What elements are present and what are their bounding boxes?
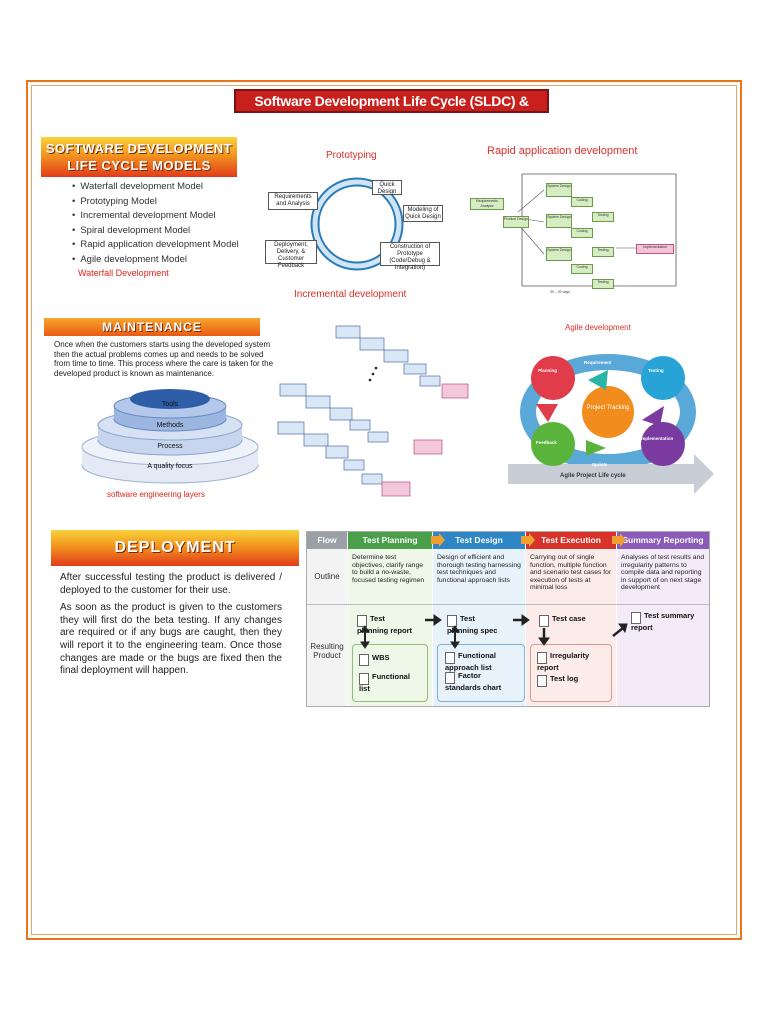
flow-arrows bbox=[360, 533, 628, 649]
doc-label: Test case bbox=[552, 614, 586, 623]
doc-label: WBS bbox=[372, 653, 390, 662]
layers-caption: software engineering layers bbox=[107, 490, 205, 499]
doc-label: Test log bbox=[550, 674, 579, 683]
agile-title: Agile development bbox=[565, 323, 631, 332]
doc-label: Functional list bbox=[359, 672, 410, 693]
product-test-log: Test log bbox=[537, 675, 578, 687]
agile-testing: Testing bbox=[648, 368, 664, 373]
software-layers-diagram bbox=[81, 389, 259, 484]
layer-quality: A quality focus bbox=[147, 463, 193, 470]
models-list: Waterfall development Model Prototyping … bbox=[72, 180, 239, 268]
flow-header: Flow bbox=[307, 532, 347, 549]
page-title: Software Development Life Cycle (SLDC) &… bbox=[234, 89, 549, 129]
waterfall-caption: Waterfall Development bbox=[78, 268, 169, 278]
product-functional-approach-list: Functional approach list bbox=[445, 652, 521, 672]
layer-process: Process bbox=[157, 443, 183, 450]
row-product-label: Resulting Product bbox=[310, 642, 344, 660]
list-item: Rapid application development Model bbox=[72, 238, 238, 253]
list-item: Spiral development Model bbox=[72, 224, 239, 239]
outline-planning: Determine test objectives, clarify range… bbox=[352, 554, 425, 584]
proto-step-requirements: Requirements and Analysis bbox=[268, 192, 318, 210]
maintenance-banner: MAINTENANCE bbox=[44, 318, 260, 336]
agile-center: Project Tracking bbox=[586, 405, 630, 411]
row-outline-label: Outline bbox=[314, 572, 340, 581]
agile-requirement: Requirement bbox=[584, 360, 612, 365]
rad-product-design-box: Product Design bbox=[503, 216, 529, 228]
outline-summary: Analyses of test results and irregularit… bbox=[621, 554, 705, 591]
doc-label: Functional approach list bbox=[445, 651, 496, 672]
proto-step-quick-design: Quick Design bbox=[372, 180, 402, 195]
rad-title: Rapid application development bbox=[487, 145, 638, 157]
testing-process-table: Flow Test Planning Test Design Test Exec… bbox=[306, 531, 710, 707]
doc-label: Irregularity report bbox=[537, 651, 590, 672]
document-icon bbox=[539, 615, 549, 627]
product-test-case: Test case bbox=[539, 615, 586, 627]
doc-label: Test planning report bbox=[357, 614, 412, 635]
layer-tools: Tools bbox=[161, 401, 179, 408]
rad-coding-box: Coding bbox=[571, 264, 593, 274]
rad-coding-box: Coding bbox=[571, 228, 593, 238]
document-icon bbox=[537, 675, 547, 687]
product-test-summary-report: Test summary report bbox=[631, 612, 695, 632]
deployment-text: After successful testing the product is … bbox=[60, 572, 282, 683]
incremental-diagram bbox=[277, 325, 469, 497]
product-test-planning-report: Test planning report bbox=[357, 615, 417, 635]
list-item: Waterfall development Model bbox=[72, 180, 239, 195]
product-wbs: WBS bbox=[359, 654, 390, 666]
doc-label: Factor standards chart bbox=[445, 671, 502, 692]
agile-sprints: Sprints bbox=[592, 462, 608, 467]
agile-footer: Agile Project Life cycle bbox=[560, 473, 626, 479]
sdlc-models-banner: SOFTWARE DEVELOPMENT LIFE CYCLE MODELS bbox=[41, 137, 237, 177]
layer-methods: Methods bbox=[156, 422, 184, 429]
rad-testing-box: Testing bbox=[592, 212, 614, 222]
document-icon bbox=[359, 654, 369, 666]
doc-label: Test planning spec bbox=[447, 614, 498, 635]
outline-execution: Carrying out of single function, multipl… bbox=[530, 554, 612, 591]
agile-planning: Planning bbox=[538, 368, 557, 373]
product-functional-list: Functional list bbox=[359, 673, 421, 693]
rad-axis-label: 30 – 90 days bbox=[550, 290, 571, 294]
rad-testing-box: Testing bbox=[592, 247, 614, 257]
rad-system-design-box: System Design bbox=[546, 247, 572, 261]
agile-implementation: Implementation bbox=[640, 436, 674, 441]
rad-system-design-box: System Design bbox=[546, 214, 572, 228]
rad-coding-box: Coding bbox=[571, 197, 593, 207]
product-test-planning-spec: Test planning spec bbox=[447, 615, 507, 635]
proto-step-construction: Construction of Prototype (Code/Debug & … bbox=[380, 242, 440, 271]
outline-design: Design of efficient and thorough testing… bbox=[437, 554, 521, 584]
deployment-para2: As soon as the product is given to the c… bbox=[60, 602, 282, 677]
maintenance-text: Once when the customers starts using the… bbox=[54, 340, 274, 378]
list-item: Agile development Model bbox=[72, 253, 239, 268]
product-irregularity-report: Irregularity report bbox=[537, 652, 601, 672]
page-border bbox=[26, 80, 742, 940]
list-item: Prototyping Model bbox=[72, 195, 239, 210]
header-test-execution: Test Execution bbox=[526, 532, 616, 549]
deployment-para1: After successful testing the product is … bbox=[60, 572, 282, 596]
rad-requirements-box: Requirements Analysis bbox=[470, 198, 504, 210]
deployment-banner: DEPLOYMENT bbox=[51, 530, 299, 566]
doc-label: Test summary report bbox=[631, 611, 695, 632]
agile-feedback: Feedback bbox=[536, 440, 557, 445]
sdlc-banner-line2: LIFE CYCLE MODELS bbox=[67, 158, 211, 173]
header-test-design: Test Design bbox=[433, 532, 525, 549]
agile-cycle-diagram bbox=[508, 354, 714, 494]
rad-testing-box: Testing bbox=[592, 279, 614, 289]
rad-implementation-box: Implementation bbox=[636, 244, 674, 254]
sdlc-banner-line1: SOFTWARE DEVELOPMENT bbox=[45, 141, 233, 156]
proto-step-deployment: Deployment, Delivery, & Customer Feedbac… bbox=[265, 240, 317, 269]
list-item: Incremental development Model bbox=[72, 209, 239, 224]
product-factor-standards-chart: Factor standards chart bbox=[445, 672, 507, 692]
rad-system-design-box: System Design bbox=[546, 183, 572, 197]
header-test-planning: Test Planning bbox=[348, 532, 432, 549]
header-summary-reporting: Summary Reporting bbox=[617, 532, 709, 549]
proto-step-modeling: Modeling of Quick Design bbox=[403, 205, 443, 222]
incremental-title: Incremental development bbox=[294, 289, 407, 300]
prototyping-title: Prototyping bbox=[326, 150, 377, 161]
